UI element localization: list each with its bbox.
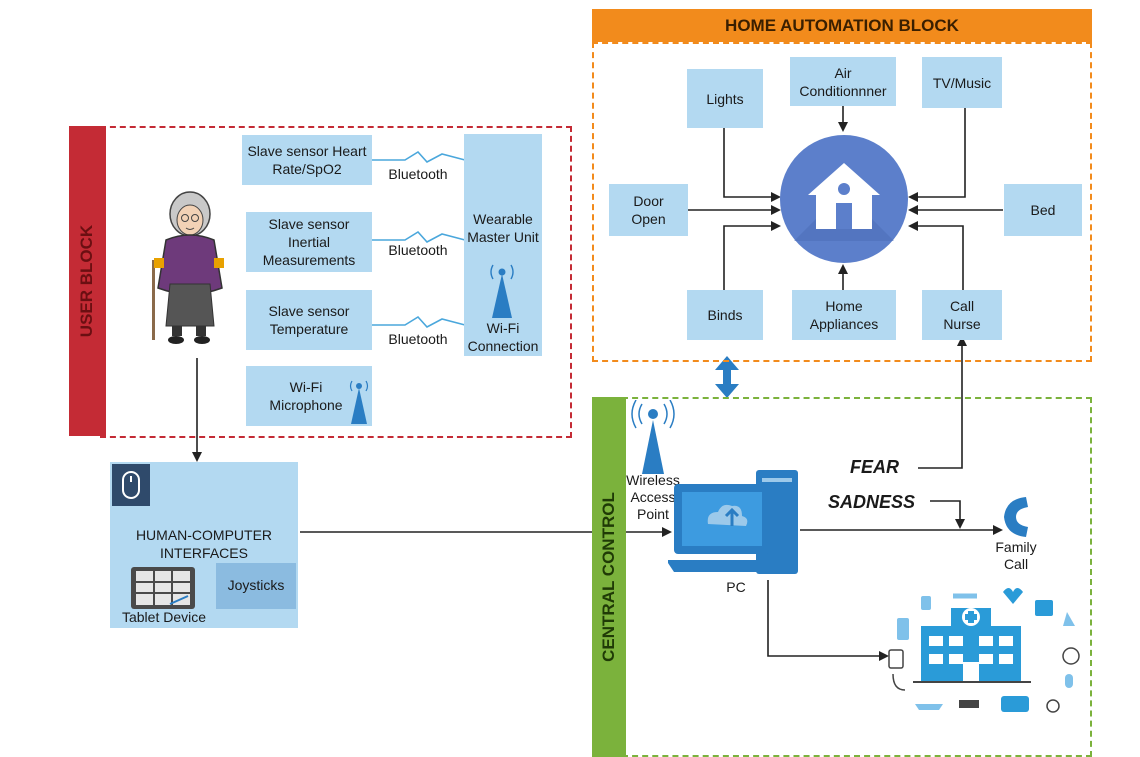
phone-icon (1004, 497, 1028, 537)
home-item-bed: Bed (1004, 184, 1082, 236)
bluetooth-label-3: Bluetooth (388, 331, 448, 347)
family-call-label: Family Call (995, 539, 1037, 572)
tablet-label: Tablet Device (121, 609, 207, 625)
hci-title: HUMAN-COMPUTER INTERFACES (135, 527, 273, 561)
wifi-microphone: Wi-Fi Microphone (246, 366, 372, 426)
emotion-sadness: SADNESS (828, 492, 916, 512)
bluetooth-label-1: Bluetooth (388, 166, 448, 182)
home-item-air: Air Conditionnner (790, 57, 896, 106)
double-arrow-icon (715, 356, 739, 398)
sensor-heart-rate: Slave sensor Heart Rate/SpO2 (242, 135, 372, 185)
home-item-binds: Binds (687, 290, 763, 340)
emotion-fear: FEAR (850, 457, 899, 477)
home-item-call-nurse: Call Nurse (922, 290, 1002, 340)
wireless-access-point-label: Wireless Access Point (626, 472, 680, 522)
bluetooth-link-1 (372, 150, 466, 329)
joysticks-panel (216, 563, 296, 609)
home-block-title: HOME AUTOMATION BLOCK (725, 15, 959, 35)
user-block-title-bar: USER BLOCK (69, 126, 106, 436)
antenna-icon (631, 400, 675, 474)
sensor-inertial: Slave sensor Inertial Measurements (246, 212, 372, 272)
antenna-icon (490, 264, 514, 318)
joysticks-label: Joysticks (227, 577, 285, 593)
elderly-woman-icon (152, 191, 224, 344)
sensor-temperature: Slave sensor Temperature (246, 290, 372, 350)
pc-label: PC (726, 579, 746, 595)
house-icon (780, 135, 908, 263)
home-item-tv: TV/Music (922, 57, 1002, 108)
tablet-icon (131, 567, 195, 609)
hospital-icon (888, 588, 1080, 713)
user-block-title: USER BLOCK (77, 224, 97, 338)
wearable-master-unit: Wearable Master Unit (464, 134, 542, 356)
antenna-icon (349, 380, 369, 424)
home-block-title-bar: HOME AUTOMATION BLOCK (592, 9, 1092, 42)
bluetooth-label-2: Bluetooth (388, 242, 448, 258)
computer-icon (668, 470, 798, 574)
home-item-door: Door Open (609, 184, 688, 236)
home-item-appliances: Home Appliances (792, 290, 896, 340)
central-block-title-bar: CENTRAL CONTROL (592, 397, 626, 757)
home-item-lights: Lights (687, 69, 763, 128)
home-block-frame (592, 42, 1092, 362)
mouse-icon (112, 464, 150, 506)
wifi-connection-label: Wi-Fi Connection (467, 320, 539, 354)
central-block-title: CENTRAL CONTROL (599, 492, 618, 662)
